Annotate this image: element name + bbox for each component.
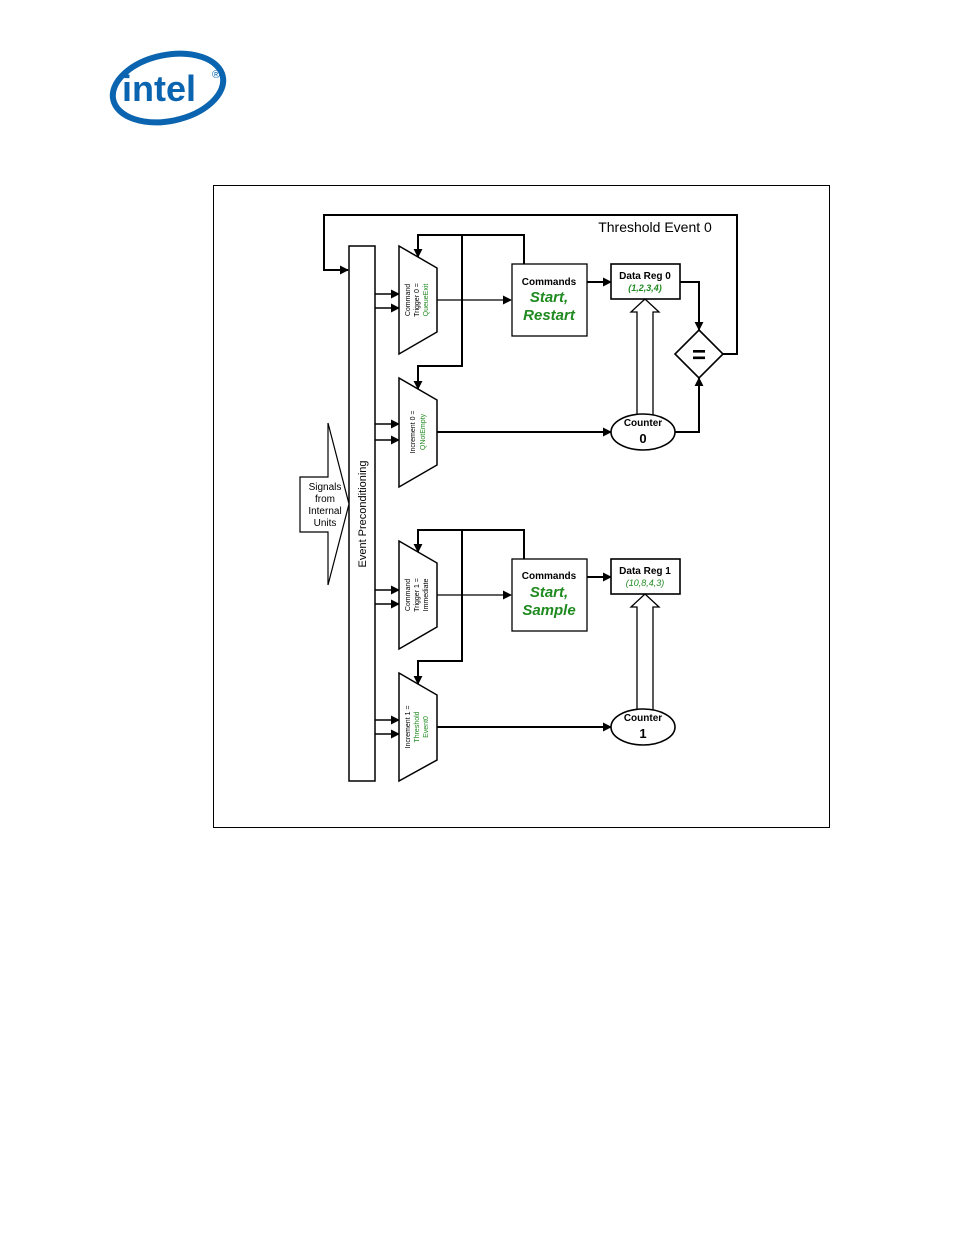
data-reg-0-title: Data Reg 0 (619, 271, 671, 282)
mux-cmd1-line-3: Immediate (423, 579, 430, 612)
mux-command-trigger-1 (398, 539, 438, 651)
mux-command-trigger-0 (398, 244, 438, 356)
signals-line-2: from (315, 494, 335, 505)
data-reg-0-values: (1,2,3,4) (628, 283, 662, 293)
datareg0-to-comparator (680, 281, 704, 331)
intel-logo: intel ® (109, 50, 227, 126)
event-preconditioning-bar (348, 245, 376, 782)
data-reg-1-values: (10,8,4,3) (626, 578, 665, 588)
mux-inc1-line-2: Threshold (414, 711, 421, 742)
commands-1-title: Commands (522, 571, 577, 582)
counter-0-number: 0 (639, 431, 646, 446)
mux-cmd1-line-2: Trigger 1 = (414, 578, 421, 612)
mux-cmd0-line-2: Trigger 0 = (414, 283, 421, 317)
mux-cmd0-line-3: QueueExit (423, 284, 430, 317)
logo-text: intel (122, 68, 196, 109)
commands-0-box (511, 263, 588, 337)
event-preconditioning-label: Event Preconditioning (357, 460, 369, 567)
mux-increment-1 (398, 671, 438, 783)
mux-inc1-line-1: Increment 1 = (405, 706, 412, 749)
commands-1-line-2: Sample (522, 602, 575, 619)
mux-cmd0-line-1: Command (405, 284, 412, 316)
mux-inc0-line-1: Increment 0 = (410, 411, 417, 454)
cmd1-select-loop (413, 529, 525, 559)
commands-0-line-1: Start, (530, 289, 568, 306)
counter0-to-comparator (675, 377, 704, 433)
mux-cmd1-line-1: Command (405, 579, 412, 611)
mux-inc1-line-3: Event0 (423, 716, 430, 738)
signals-hollow-arrow (299, 422, 350, 586)
commands-1-line-1: Start, (530, 584, 568, 601)
cmd0-select-loop (413, 234, 525, 264)
commands-0-line-2: Restart (523, 307, 576, 324)
signals-line-1: Signals (309, 482, 342, 493)
signals-line-3: Internal (308, 506, 341, 517)
data-reg-0-box (610, 263, 681, 300)
data-reg-1-title: Data Reg 1 (619, 566, 671, 577)
commands-0-title: Commands (522, 277, 577, 288)
counter1-to-datareg1-hollow-arrow (629, 593, 661, 713)
figure-frame (213, 185, 830, 828)
counter-1-ellipse (610, 708, 676, 746)
commands-1-box (511, 558, 588, 632)
counter0-to-datareg0-hollow-arrow (629, 298, 661, 418)
counter-0-ellipse (610, 413, 676, 451)
counter-1-title: Counter (624, 713, 662, 724)
data-reg-1-box (610, 558, 681, 595)
signals-line-4: Units (314, 518, 337, 529)
threshold-feedback-line (323, 214, 738, 355)
counter-1-number: 1 (639, 726, 646, 741)
comparator-diamond (673, 328, 725, 380)
threshold-event-label: Threshold Event 0 (598, 219, 712, 235)
comparator-equals-symbol: = (692, 342, 706, 369)
mux-increment-0 (398, 376, 438, 489)
logo-registered-mark: ® (212, 69, 220, 81)
mux-inc0-line-2: QNotEmpty (420, 413, 427, 450)
counter-0-title: Counter (624, 418, 662, 429)
